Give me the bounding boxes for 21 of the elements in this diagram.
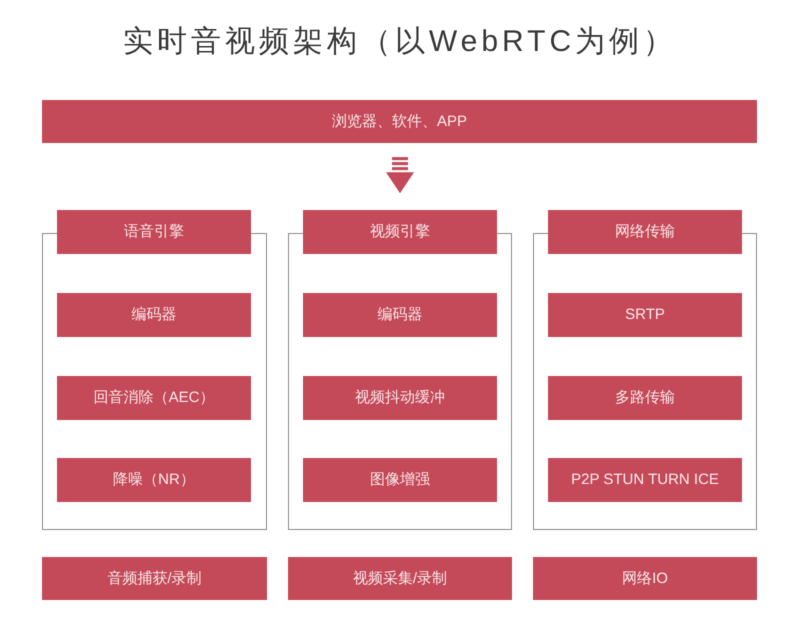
process-box: 图像增强 [303,458,497,502]
process-box: 视频抖动缓冲 [303,376,497,420]
process-box: 降噪（NR） [57,458,251,502]
process-box: 编码器 [303,293,497,337]
process-box: 网络IO [533,557,757,600]
process-box: SRTP [548,293,742,337]
process-box: 多路传输 [548,376,742,420]
process-box: 语音引擎 [57,210,251,254]
process-box: 网络传输 [548,210,742,254]
diagram-title: 实时音视频架构（以WebRTC为例） [122,24,678,60]
process-box: 视频引擎 [303,210,497,254]
process-box: 音频捕获/录制 [42,557,267,600]
process-box: 编码器 [57,293,251,337]
process-box: 浏览器、软件、APP [42,100,757,143]
process-box: 回音消除（AEC） [57,376,251,420]
process-box: 视频采集/录制 [288,557,512,600]
arrow [386,157,414,194]
group-frame [533,210,757,530]
group-frame [42,210,267,530]
process-box: P2P STUN TURN ICE [548,458,742,502]
group-frame [288,210,512,530]
